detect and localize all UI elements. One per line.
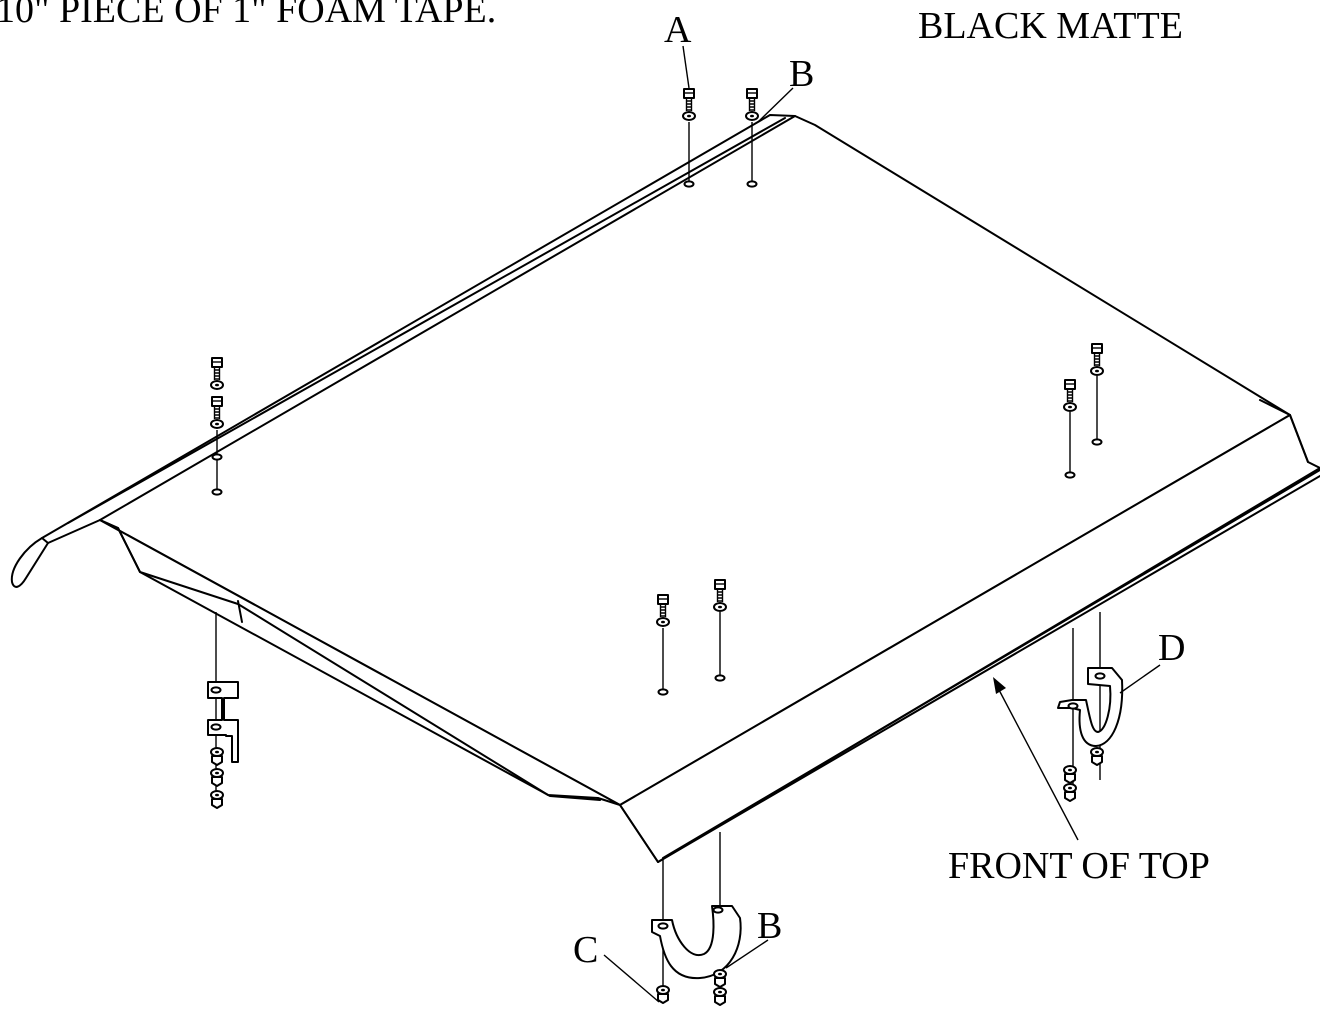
leader-front (993, 677, 1079, 841)
callout-a: A (664, 9, 692, 51)
callout-d: D (1158, 627, 1185, 669)
hard-top-panel (10, 114, 1320, 863)
left-side-bracket (207, 612, 239, 809)
bolt-middle-2 (713, 579, 727, 682)
leader-b-top (757, 87, 794, 123)
bolt-a (682, 88, 696, 188)
bolt-b-top (745, 88, 759, 188)
front-of-top-label: FRONT OF TOP (948, 845, 1210, 887)
u-bracket-d (1057, 612, 1124, 802)
bolt-right-1 (1090, 343, 1104, 446)
leader-b-bottom (725, 939, 769, 969)
finish-note: BLACK MATTE (918, 5, 1183, 47)
callout-b-bottom: B (757, 905, 782, 947)
bolt-left-rear (210, 357, 224, 496)
callout-c: C (573, 929, 598, 971)
leader-a (682, 45, 690, 89)
callout-b-top: B (789, 53, 814, 95)
foam-tape-note: 10" PIECE OF 1" FOAM TAPE. (0, 0, 496, 31)
leader-c (603, 954, 660, 1003)
leader-d (1119, 664, 1161, 694)
u-bracket-bottom (651, 832, 742, 1006)
bolt-middle-1 (656, 594, 670, 696)
bolt-right-2 (1063, 379, 1077, 479)
